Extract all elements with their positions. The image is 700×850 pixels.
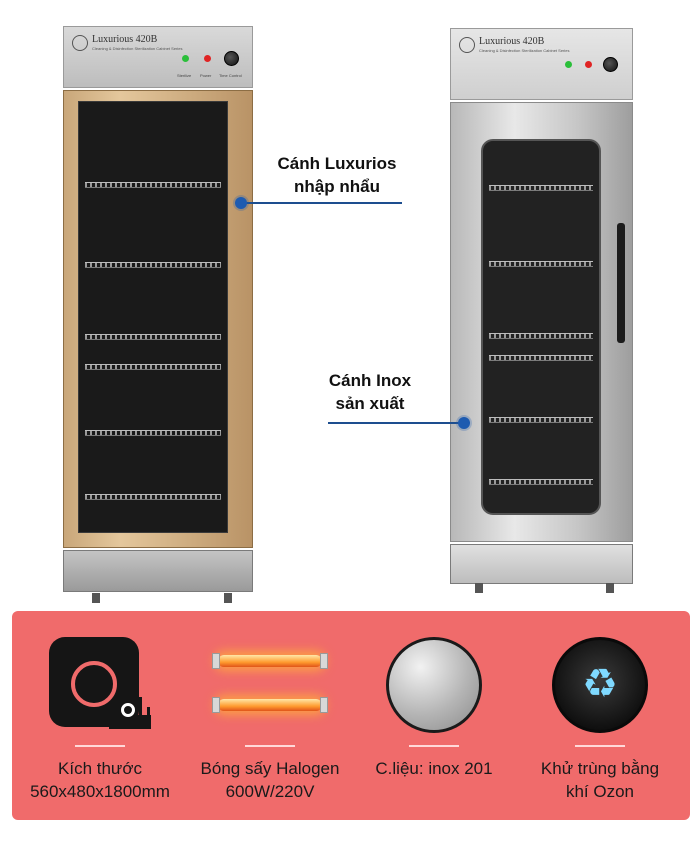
callout-inox-line2: sản xuất [335,394,405,413]
rack-shelf [489,355,593,361]
brand-name: Luxurious 420B [479,36,545,47]
feature-divider [75,745,125,747]
brand-logo-icon [72,35,88,51]
ozone-recycle-icon: ♻ [552,637,648,733]
callout-luxurios-dot-icon [235,197,247,209]
feature-halogen-title: Bóng sấy Halogen [200,759,340,778]
control-label-power: Power [200,73,212,78]
rack-shelf [85,182,221,188]
feature-size-value: 560x480x1800mm [30,782,170,801]
feature-size: Kích thước 560x480x1800mm [20,611,180,820]
luxurios-cabinet-image: Luxurious 420B Cleaning & Disinfection S… [63,26,253,603]
feature-halogen: Bóng sấy Halogen 600W/220V [190,611,350,820]
brand-subtitle: Cleaning & Disinfection Sterilization Ca… [479,48,570,53]
rack-shelf [85,334,221,340]
feature-ozone-label: Khử trùng bằng khí Ozon [520,757,680,803]
feature-divider [409,745,459,747]
feature-material-title: C.liệu: inox 201 [375,759,493,778]
feature-ozone: ♻ Khử trùng bằng khí Ozon [520,611,680,820]
feature-material-label: C.liệu: inox 201 [354,757,514,780]
callout-luxurios-door: Cánh Luxurios nhập nhẩu [262,152,412,198]
feature-ozone-value: khí Ozon [565,782,635,801]
feature-divider [245,745,295,747]
callout-luxurios-line1: Cánh Luxurios [277,154,397,173]
feature-halogen-value: 600W/220V [225,782,315,801]
callout-inox-pointer-line [328,422,464,424]
rack-shelf [489,417,593,423]
cabinet-base [450,544,633,593]
feature-divider [575,745,625,747]
feature-size-title: Kích thước [58,759,142,778]
callout-inox-dot-icon [458,417,470,429]
rack-shelf [489,261,593,267]
door-glass [78,101,228,533]
control-label-time: Time Control [219,73,242,78]
rack-shelf [85,430,221,436]
rack-shelf [85,494,221,500]
brand-name: Luxurious 420B [92,34,158,45]
stainless-steel-door [450,102,633,542]
sterilize-led-icon [182,55,189,62]
ruler-size-icon [49,637,151,733]
brand-subtitle: Cleaning & Disinfection Sterilization Ca… [92,46,183,51]
feature-size-label: Kích thước 560x480x1800mm [20,757,180,803]
callout-luxurios-line2: nhập nhẩu [294,177,380,196]
rack-shelf [489,479,593,485]
cabinet-foot [606,583,614,593]
time-control-knob-icon [603,57,618,72]
door-handle [617,223,625,343]
halogen-lamp-icon [210,637,330,733]
power-led-icon [585,61,592,68]
callout-inox-line1: Cánh Inox [328,371,412,390]
time-control-knob-icon [224,51,239,66]
sterilize-led-icon [565,61,572,68]
power-led-icon [204,55,211,62]
rack-shelf [489,185,593,191]
callout-inox-door: Cánh Inox sản xuất [300,369,440,415]
inox-cabinet-image: Luxurious 420B Cleaning & Disinfection S… [450,28,633,593]
cabinet-base [63,550,253,603]
feature-halogen-label: Bóng sấy Halogen 600W/220V [190,757,350,803]
rack-shelf [85,262,221,268]
control-label-sterilize: Sterilize [177,73,192,78]
control-panel: Luxurious 420B Cleaning & Disinfection S… [63,26,253,88]
inox-disc-icon [386,637,482,733]
features-panel: Kích thước 560x480x1800mm Bóng sấy Halog… [12,611,690,820]
gold-glass-door [63,90,253,548]
cabinet-foot [92,593,100,603]
feature-material: C.liệu: inox 201 [354,611,514,820]
cabinet-foot [475,583,483,593]
door-glass [481,139,601,515]
rack-shelf [489,333,593,339]
cabinet-foot [224,593,232,603]
rack-shelf [85,364,221,370]
callout-luxurios-pointer-line [244,202,402,204]
feature-ozone-title: Khử trùng bằng [540,759,660,778]
brand-logo-icon [459,37,475,53]
control-panel: Luxurious 420B Cleaning & Disinfection S… [450,28,633,100]
